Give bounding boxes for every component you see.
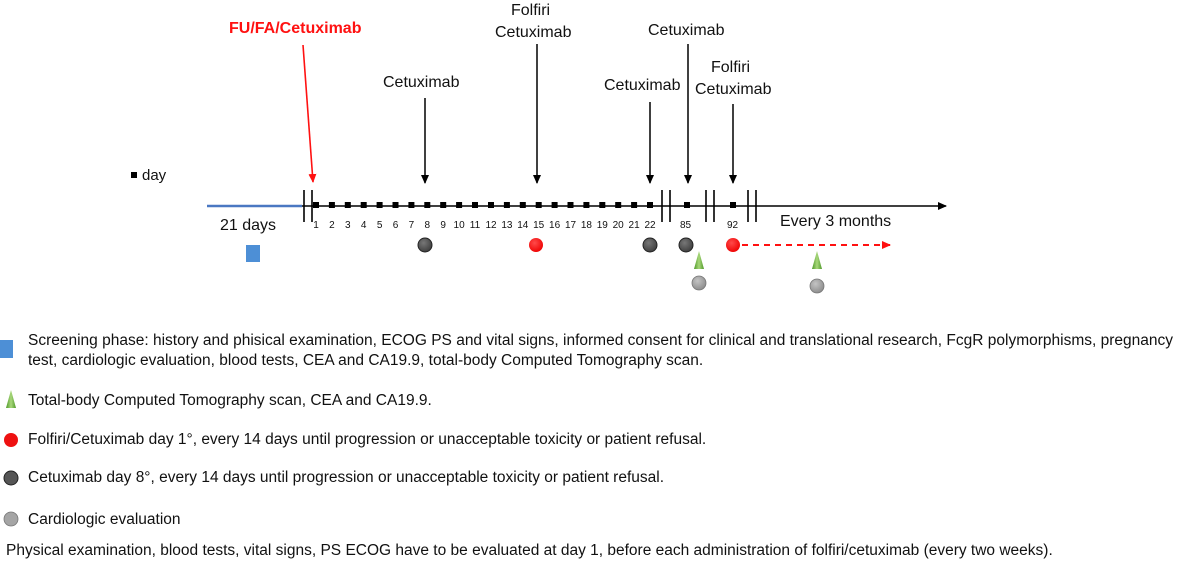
day-number-label: 19: [597, 220, 609, 231]
legend-cetuximab-text: Cetuximab day 8°, every 14 days until pr…: [28, 469, 665, 486]
day-number-label: 16: [549, 220, 561, 231]
day-tick: [615, 202, 622, 208]
day-number-label: 17: [565, 220, 577, 231]
day-tick: [408, 202, 415, 208]
arrow-day92-label-line1: Folfiri: [711, 59, 750, 76]
arrow-day22-label: Cetuximab: [604, 77, 681, 94]
day-number-label: 22: [644, 220, 656, 231]
ct-scan-triangle-icon: [694, 251, 704, 269]
day-tick: [567, 202, 574, 208]
day-number-label: 5: [377, 220, 383, 231]
day-tick: [519, 202, 526, 208]
day-number-label: 20: [613, 220, 625, 231]
legend-folfiri-circle-icon: [4, 433, 18, 447]
cetuximab-day22-circle: [642, 237, 658, 253]
day-number-label: 9: [440, 220, 446, 231]
day-tick: [472, 202, 478, 208]
arrow-day92-label-line2: Cetuximab: [695, 81, 772, 98]
folfiri-day15-circle: [529, 238, 543, 252]
day-tick: [376, 202, 383, 208]
day-number-label: 10: [454, 220, 466, 231]
day-number-label: 6: [393, 220, 399, 231]
legend-screening-text: Screening phase: history and phisical ex…: [28, 332, 1173, 369]
day-number-label: 14: [517, 220, 529, 231]
legend-cardio-circle-icon: [3, 511, 19, 527]
day-tick: [631, 202, 638, 208]
footnote: Physical examination, blood tests, vital…: [6, 542, 1053, 559]
day-number-label: 2: [329, 220, 335, 231]
start-treatment-label: FU/FA/Cetuximab: [229, 20, 362, 37]
legend-screening-square-icon: [0, 340, 13, 358]
screening-days-label: 21 days: [220, 217, 276, 234]
day-number-label: 7: [409, 220, 415, 231]
day-tick: [313, 202, 319, 208]
followup-label: Every 3 months: [780, 213, 891, 230]
day-ticks: [313, 202, 653, 208]
day-92-label: 92: [727, 220, 739, 231]
day-tick: [535, 202, 542, 208]
day-tick: [344, 202, 351, 208]
timeline-break-marks: [303, 190, 757, 222]
screening-square-icon: [246, 245, 260, 262]
arrow-day8-label: Cetuximab: [383, 74, 460, 91]
day-number-label: 8: [425, 220, 431, 231]
day-number-label: 21: [629, 220, 641, 231]
cardio-eval-circle: [691, 275, 707, 291]
start-arrow: [302, 44, 317, 183]
day-number-label: 13: [501, 220, 513, 231]
day-tick: [583, 202, 590, 208]
arrow-day85-label: Cetuximab: [648, 22, 725, 39]
day-tick: [647, 202, 653, 208]
day-85-marker: [684, 202, 690, 208]
day-tick: [328, 202, 335, 208]
day-tick: [503, 202, 510, 208]
day-tick: [424, 202, 431, 208]
legend-ct-triangle-icon: [6, 390, 16, 408]
day-number-label: 1: [313, 220, 319, 231]
day-number-label: 3: [345, 220, 351, 231]
day-number-label: 4: [361, 220, 367, 231]
legend-ct-scan-text: Total-body Computed Tomography scan, CEA…: [28, 392, 432, 409]
legend-cetuximab-circle-icon: [3, 470, 19, 486]
arrow-day15-label-line2: Cetuximab: [495, 24, 572, 41]
day-85-label: 85: [680, 220, 692, 231]
day-number-label: 12: [485, 220, 497, 231]
day-number-label: 18: [581, 220, 593, 231]
day-legend-square-icon: [131, 172, 137, 178]
day-tick: [551, 202, 558, 208]
legend-cardio-text: Cardiologic evaluation: [28, 511, 181, 528]
arrow-day15-label-line1: Folfiri: [511, 2, 550, 19]
day-tick: [440, 202, 447, 208]
legend-icons: [0, 340, 19, 527]
legend-folfiri-text: Folfiri/Cetuximab day 1°, every 14 days …: [28, 431, 707, 448]
ct-scan-followup-triangle-icon: [812, 251, 822, 269]
day-tick: [488, 202, 494, 208]
folfiri-day92-circle: [726, 238, 740, 252]
cetuximab-day85-circle: [678, 237, 694, 253]
day-92-marker: [730, 202, 736, 208]
day-tick: [599, 202, 606, 208]
cetuximab-day8-circle: [417, 237, 433, 253]
day-tick: [392, 202, 399, 208]
day-number-label: 15: [533, 220, 545, 231]
day-tick: [456, 202, 463, 208]
day-tick: [360, 202, 367, 208]
day-number-label: 11: [470, 220, 481, 231]
cardio-followup-circle: [809, 278, 825, 294]
day-legend-label: day: [142, 167, 167, 184]
